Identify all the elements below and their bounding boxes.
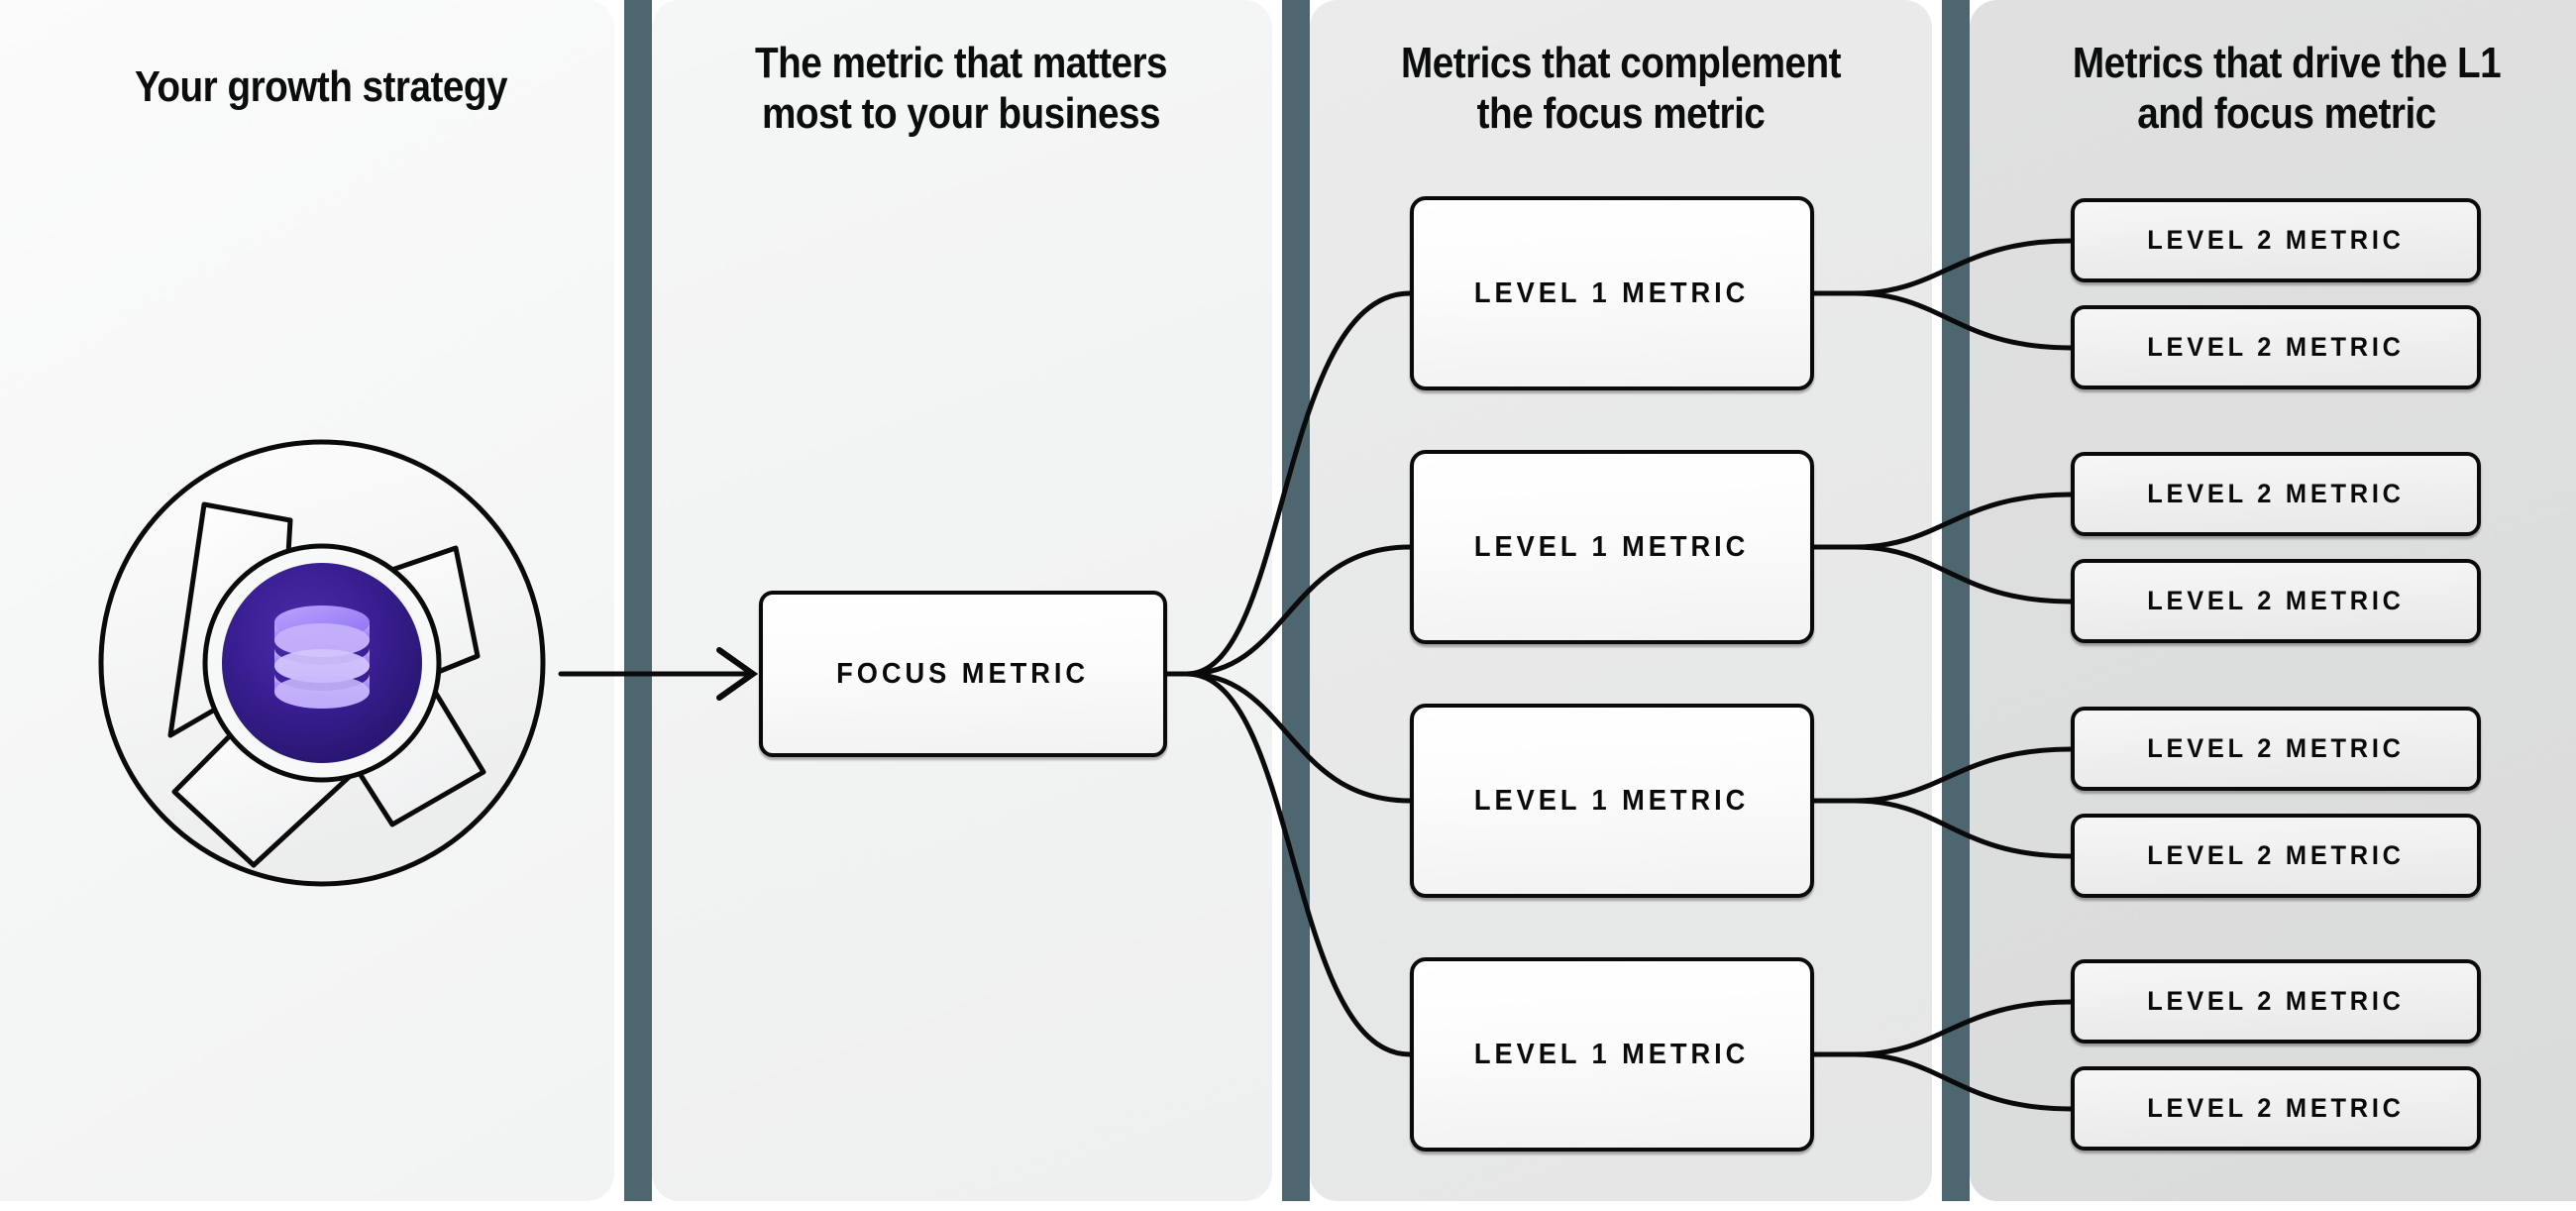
level-1-metric-label: LEVEL 1 METRIC [1474,530,1750,563]
level-2-metric-label: LEVEL 2 METRIC [2147,332,2405,362]
level-2-metric-box[interactable]: LEVEL 2 METRIC [2071,814,2481,898]
level-1-metric-box[interactable]: LEVEL 1 METRIC [1410,704,1814,898]
level-1-metric-box[interactable]: LEVEL 1 METRIC [1410,957,1814,1152]
level-2-metric-box[interactable]: LEVEL 2 METRIC [2071,959,2481,1044]
level-1-metric-label: LEVEL 1 METRIC [1474,784,1750,817]
level-2-metric-box[interactable]: LEVEL 2 METRIC [2071,1066,2481,1151]
database-icon [274,606,370,709]
level-2-metric-label: LEVEL 2 METRIC [2147,479,2405,508]
level-2-metric-box[interactable]: LEVEL 2 METRIC [2071,452,2481,536]
level-2-metric-label: LEVEL 2 METRIC [2147,586,2405,615]
column-separator-3 [1942,0,1970,1201]
level-1-metric-label: LEVEL 1 METRIC [1474,1038,1750,1070]
level-2-metric-label: LEVEL 2 METRIC [2147,225,2405,255]
level-1-metric-box[interactable]: LEVEL 1 METRIC [1410,196,1814,390]
level-1-metric-label: LEVEL 1 METRIC [1474,276,1750,309]
level-2-metric-box[interactable]: LEVEL 2 METRIC [2071,707,2481,791]
level-2-metric-box[interactable]: LEVEL 2 METRIC [2071,198,2481,282]
focus-metric-label: FOCUS METRIC [836,657,1090,690]
focus-metric-box[interactable]: FOCUS METRIC [759,591,1167,757]
column-title-growth-strategy: Your growth strategy [135,62,507,111]
growth-strategy-aperture-icon [98,439,546,887]
level-2-metric-label: LEVEL 2 METRIC [2147,840,2405,870]
level-2-metric-label: LEVEL 2 METRIC [2147,1093,2405,1123]
level-1-metric-box[interactable]: LEVEL 1 METRIC [1410,450,1814,644]
level-2-metric-label: LEVEL 2 METRIC [2147,986,2405,1016]
column-separator-2 [1282,0,1310,1201]
level-2-metric-label: LEVEL 2 METRIC [2147,733,2405,763]
level-2-metric-box[interactable]: LEVEL 2 METRIC [2071,305,2481,389]
column-separator-1 [624,0,652,1201]
level-2-metric-box[interactable]: LEVEL 2 METRIC [2071,559,2481,643]
